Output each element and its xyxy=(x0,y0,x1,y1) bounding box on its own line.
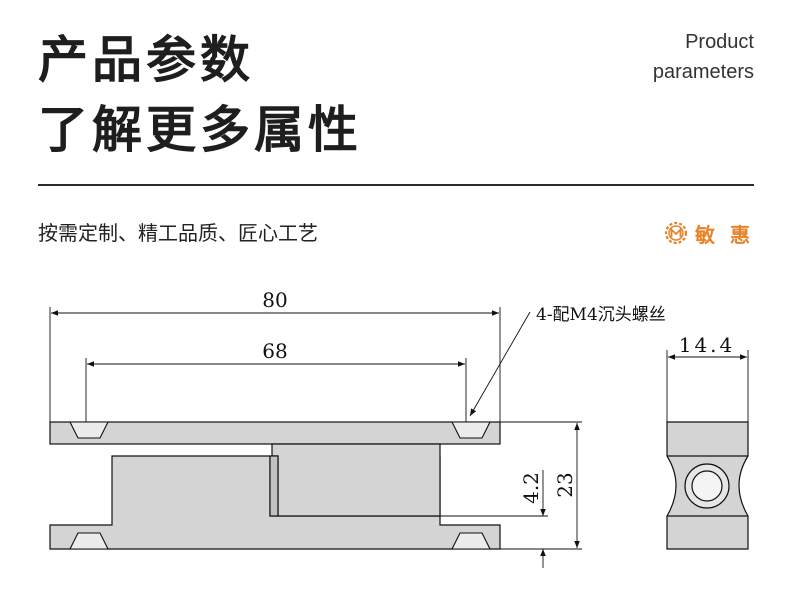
pin-slot xyxy=(269,455,279,517)
dim-label-14-4: 14.4 xyxy=(679,333,736,357)
screw-note: 4-配M4沉头螺丝 xyxy=(536,305,666,325)
upper-block xyxy=(271,443,441,517)
countersink-top-left xyxy=(69,421,109,439)
dim-label-68: 68 xyxy=(262,339,287,363)
countersink-bottom-left xyxy=(69,532,109,550)
page-title-line-2: 了解更多属性 xyxy=(38,101,362,159)
top-flange xyxy=(49,421,501,445)
side-view xyxy=(666,421,749,550)
gear-m-logo-icon xyxy=(664,221,688,245)
side-pin-hole-inner xyxy=(691,470,723,502)
countersinks xyxy=(69,421,491,550)
dim-label-80: 80 xyxy=(262,288,287,312)
countersink-bottom-right xyxy=(451,532,491,550)
brand-logo-group: 敏 惠 xyxy=(663,218,754,248)
dim-label-4-2: 4.2 xyxy=(519,472,543,504)
screw-leader-line xyxy=(469,311,531,417)
english-subtitle-line-1: Product xyxy=(685,31,754,53)
english-subtitle-line-2: parameters xyxy=(652,61,754,83)
front-view xyxy=(49,421,501,550)
slogan: 按需定制、精工品质、匠心工艺 xyxy=(38,221,318,245)
page-title-line-1: 产品参数 xyxy=(38,31,254,89)
countersink-top-right xyxy=(451,421,491,439)
brand-name: 敏 惠 xyxy=(695,222,754,247)
header-divider xyxy=(38,184,754,186)
dim-label-23: 23 xyxy=(553,472,577,497)
